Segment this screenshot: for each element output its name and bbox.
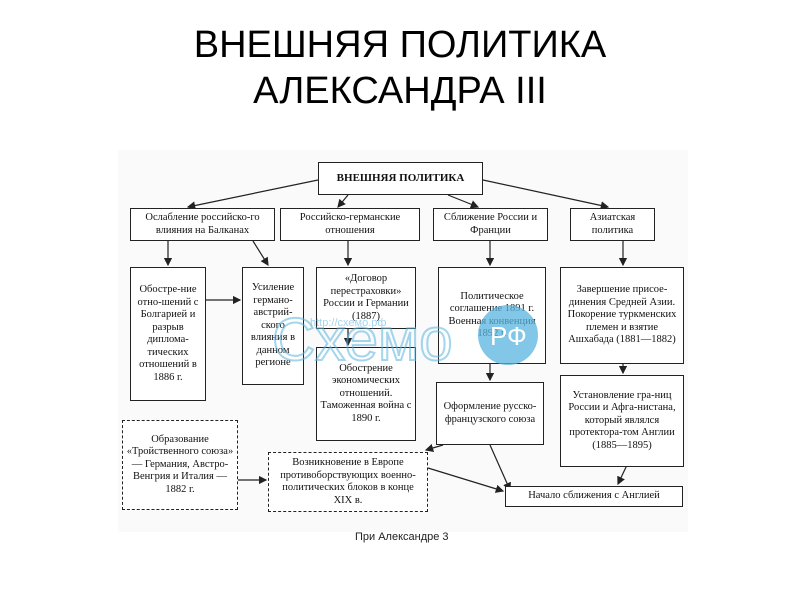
- balkans-influence-text: Усиление германо-австрий-ского влияния в…: [250, 282, 296, 369]
- triple-alliance-box: Образование «Тройственного союза» — Герм…: [122, 420, 238, 510]
- england-rapprochement-box: Начало сближения с Англией: [505, 486, 683, 507]
- customs-war-text: Обострение экономических отношений. Тамо…: [320, 362, 412, 424]
- branch-balkans: Ослабление российско-го влияния на Балка…: [130, 208, 275, 241]
- watermark-logo: Схемо http://схемо.рф РФ: [271, 305, 538, 374]
- balkans-bulgaria-text: Обостре-ние отно-шений с Болгарией и раз…: [137, 284, 199, 383]
- balkans-bulgaria-box: Обостре-ние отно-шений с Болгарией и раз…: [130, 267, 206, 401]
- root-box: ВНЕШНЯЯ ПОЛИТИКА: [318, 162, 483, 195]
- arrow-balkans-b2: [252, 240, 269, 267]
- european-blocs-text: Возникновение в Европе противоборствующи…: [280, 457, 416, 506]
- branch-germany-label: Российско-германские отношения: [299, 212, 401, 236]
- diagram-arrows: [163, 179, 628, 493]
- reinsurance-treaty-text: «Договор перестраховки» России и Германи…: [323, 273, 409, 322]
- branch-france: Сближение России и Франции: [433, 208, 548, 241]
- triple-alliance-text: Образование «Тройственного союза» — Герм…: [126, 433, 234, 495]
- watermark-splash-icon: [478, 305, 538, 365]
- branch-france-label: Сближение России и Франции: [443, 212, 538, 236]
- arrow-root-asia: [482, 179, 610, 210]
- watermark: Схемо http://схемо.рф РФ: [270, 290, 560, 405]
- arrow-europe-england: [427, 467, 505, 493]
- slide-title: ВНЕШНЯЯ ПОЛИТИКА АЛЕКСАНДРА III: [0, 22, 800, 114]
- central-asia-box: Завершение присое-динения Средней Азии. …: [560, 267, 684, 364]
- afghan-border-box: Установление гра-ниц России и Афга-ниста…: [560, 375, 684, 467]
- arrow-a2-england: [617, 464, 628, 486]
- arrow-f2-europe: [424, 443, 444, 452]
- slide-caption: При Александре 3: [355, 531, 449, 543]
- branch-germany: Российско-германские отношения: [280, 208, 420, 241]
- franco-russian-alliance-box: Оформление русско-французского союза: [436, 382, 544, 445]
- arrow-f2-england: [489, 444, 511, 492]
- branch-asia: Азиатская политика: [570, 208, 655, 241]
- watermark-url: http://схемо.рф: [310, 317, 386, 329]
- afghan-border-text: Установление гра-ниц России и Афга-ниста…: [568, 389, 676, 451]
- slide-title-line1: ВНЕШНЯЯ ПОЛИТИКА: [193, 24, 607, 66]
- slide-title-line2: АЛЕКСАНДРА III: [253, 70, 547, 112]
- franco-russian-alliance-text: Оформление русско-французского союза: [443, 401, 537, 425]
- european-blocs-box: Возникновение в Европе противоборствующи…: [268, 452, 428, 512]
- central-asia-text: Завершение присое-динения Средней Азии. …: [567, 284, 677, 346]
- watermark-rf: РФ: [490, 321, 527, 351]
- customs-war-box: Обострение экономических отношений. Тамо…: [316, 347, 416, 441]
- arrow-root-france: [447, 194, 480, 209]
- branch-balkans-label: Ослабление российско-го влияния на Балка…: [145, 212, 260, 236]
- arrow-root-germany: [337, 194, 349, 208]
- england-rapprochement-text: Начало сближения с Англией: [528, 490, 660, 502]
- arrow-root-balkans: [186, 179, 319, 210]
- root-label: ВНЕШНЯЯ ПОЛИТИКА: [336, 172, 465, 185]
- balkans-influence-box: Усиление германо-австрий-ского влияния в…: [242, 267, 304, 385]
- reinsurance-treaty-box: «Договор перестраховки» России и Германи…: [316, 267, 416, 329]
- branch-asia-label: Азиатская политика: [589, 212, 636, 236]
- watermark-text: Схемо: [272, 306, 453, 373]
